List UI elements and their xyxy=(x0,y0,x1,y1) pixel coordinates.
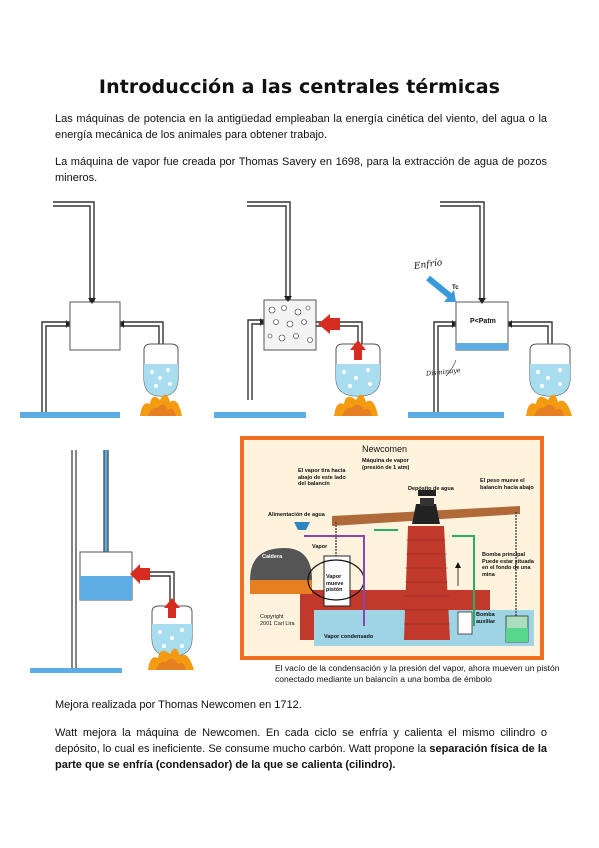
label-vapor-tira: El vapor tira hacia abajo de este lado d… xyxy=(298,468,346,487)
savery-diagram-2 xyxy=(214,201,381,418)
label-bomba-principal: Bomba principal Puede estar situada en e… xyxy=(482,552,534,578)
page-title: Introducción a las centrales térmicas xyxy=(98,76,501,98)
newcomen-diagram: Newcomen Máquina de vapor (presión de 1 … xyxy=(240,436,544,660)
newcomen-subtitle: Máquina de vapor (presión de 1 atm) xyxy=(362,458,410,471)
newcomen-title: Newcomen xyxy=(362,444,408,454)
label-vapor: Vapor xyxy=(312,544,328,550)
newcomen-caption: El vacío de la condensación y la presión… xyxy=(275,663,560,684)
label-vapor-condensado: Vapor condensado xyxy=(324,634,374,640)
paragraph-ancient-machines: Las máquinas de potencia en la antigüeda… xyxy=(55,113,547,141)
label-bomba-auxiliar: Bomba auxiliar xyxy=(476,612,496,625)
paragraph-newcomen: Mejora realizada por Thomas Newcomen en … xyxy=(55,699,302,711)
label-peso: El peso mueve el balancín hacia abajo xyxy=(480,478,534,491)
label-pressure: P<Patm xyxy=(470,318,496,325)
label-alimentacion: Alimentación de agua xyxy=(268,512,325,518)
savery-diagram-3 xyxy=(408,201,572,418)
paragraph-savery: La máquina de vapor fue creada por Thoma… xyxy=(55,156,547,184)
label-tc: Tc xyxy=(452,285,459,291)
label-deposito: Depósito de agua xyxy=(408,486,454,492)
savery-diagram-1 xyxy=(20,201,182,418)
label-copyright: Copyright 2001 Carl Lira xyxy=(260,614,295,627)
paragraph-watt: Watt mejora la máquina de Newcomen. En c… xyxy=(55,725,547,773)
label-caldera: Caldera xyxy=(262,554,283,560)
savery-diagram-4 xyxy=(30,450,194,673)
paragraph-watt-bold: separación física de la parte que se enf… xyxy=(55,743,547,771)
paragraph-watt-text: Watt mejora la máquina de Newcomen. En c… xyxy=(55,727,547,755)
label-vapor-mueve: Vapor mueve pistón xyxy=(326,574,344,593)
